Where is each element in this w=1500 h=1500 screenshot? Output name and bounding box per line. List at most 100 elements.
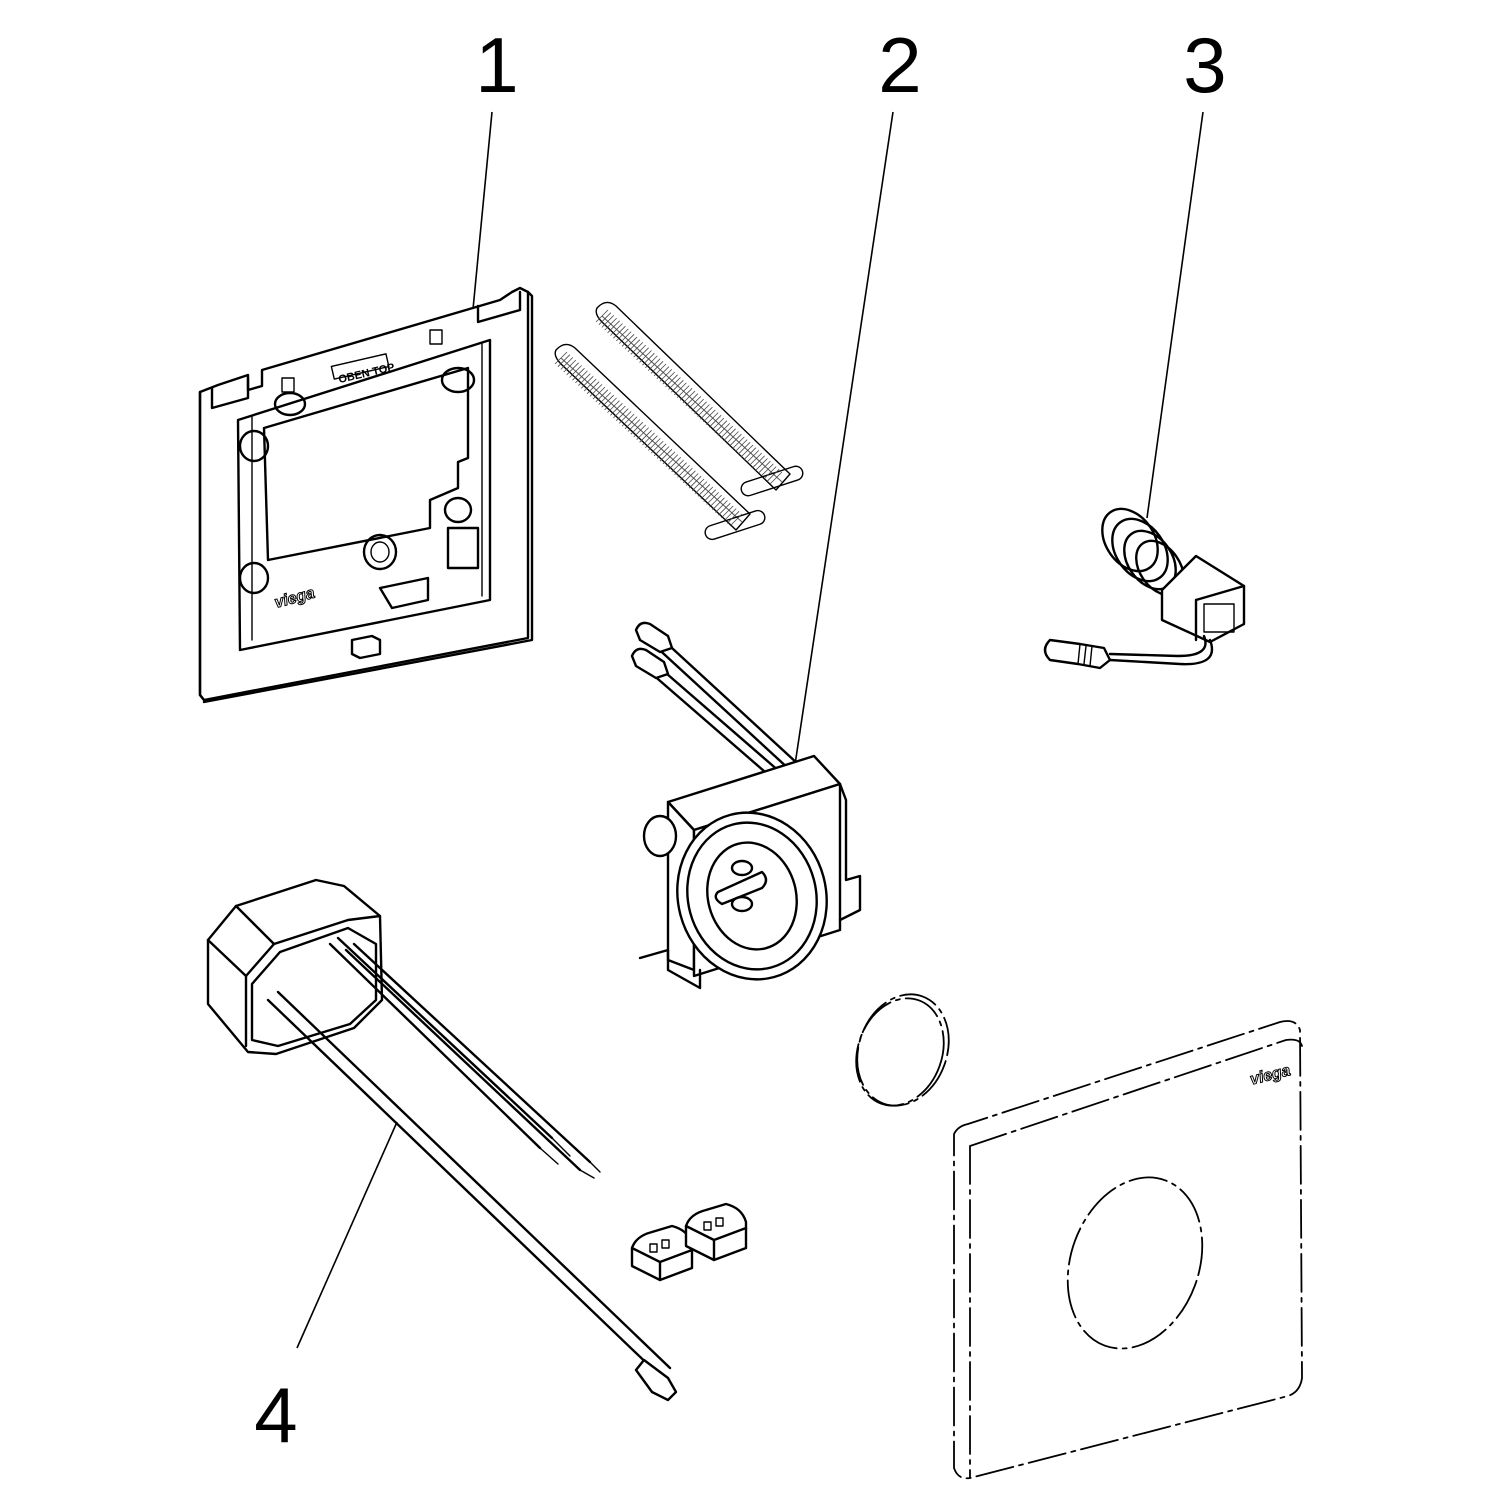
- thread-line: [682, 390, 696, 404]
- thread-line: [615, 408, 629, 421]
- thread-line: [613, 405, 626, 419]
- thread-line: [677, 465, 690, 478]
- thread-line: [648, 438, 661, 451]
- thread-line: [589, 384, 603, 397]
- thread-line: [627, 419, 641, 432]
- thread-line: [653, 443, 667, 457]
- thread-line: [679, 388, 693, 401]
- thread-line: [706, 492, 719, 505]
- thread-line: [650, 361, 664, 374]
- thread-line: [703, 489, 717, 502]
- thread-line: [618, 411, 632, 424]
- thread-line: [665, 454, 679, 467]
- thread-line: [763, 466, 777, 479]
- thread-line: [726, 511, 740, 524]
- thread-line: [758, 460, 771, 474]
- thread-line: [659, 369, 673, 382]
- thread-line: [566, 362, 579, 376]
- thread-line: [636, 347, 649, 361]
- round-cap: [855, 993, 950, 1107]
- thread-line: [717, 423, 731, 436]
- thread-line: [732, 436, 745, 450]
- thread-line: [554, 351, 568, 365]
- thread-line: [723, 508, 737, 521]
- thread-line: [723, 428, 736, 442]
- thread-line: [703, 409, 716, 423]
- thread-line: [616, 328, 629, 342]
- thread-line: [766, 469, 780, 482]
- thread-line: [761, 463, 774, 477]
- thread-line: [639, 350, 652, 363]
- thread-line: [709, 494, 722, 508]
- callout-number-1: 1: [475, 21, 518, 109]
- thread-line: [700, 406, 713, 420]
- thread-line: [688, 475, 702, 489]
- thread-line: [656, 446, 670, 459]
- thread-line: [613, 325, 626, 339]
- thread-line: [674, 462, 687, 475]
- thread-line: [624, 416, 638, 430]
- thread-line: [569, 365, 582, 378]
- terminal-connectors: [630, 1202, 748, 1282]
- thread-line: [749, 452, 762, 466]
- connector-plug: [1043, 507, 1246, 670]
- thread-line: [642, 432, 655, 446]
- thread-line: [662, 371, 675, 385]
- thread-line: [665, 374, 678, 388]
- thread-line: [711, 417, 725, 431]
- thread-line: [691, 478, 705, 492]
- thread-line: [671, 379, 684, 393]
- thread-line: [624, 336, 638, 350]
- thread-line: [592, 386, 606, 400]
- thread-line: [714, 420, 728, 433]
- thread-line: [630, 342, 644, 355]
- thread-line: [688, 396, 702, 409]
- thread-line: [718, 502, 731, 516]
- thread-line: [650, 440, 664, 454]
- thread-line: [598, 392, 612, 405]
- thread-line: [601, 315, 615, 328]
- thread-line: [662, 451, 676, 465]
- thread-line: [618, 331, 632, 344]
- thread-line: [578, 373, 591, 386]
- thread-line: [712, 497, 725, 511]
- threaded-rod: [554, 343, 766, 541]
- thread-line: [621, 413, 635, 427]
- thread-line: [583, 378, 597, 392]
- thread-line: [653, 363, 667, 377]
- mounting-frame: OBEN TOP viega: [198, 286, 534, 704]
- thread-line: [729, 433, 742, 447]
- thread-line: [676, 385, 690, 398]
- thread-line: [720, 505, 734, 519]
- power-supply: [206, 878, 678, 1402]
- thread-line: [636, 427, 649, 440]
- thread-line: [769, 471, 783, 485]
- cover-plate: viega: [953, 1020, 1303, 1480]
- thread-line: [645, 355, 658, 369]
- thread-line: [633, 424, 647, 438]
- callout-number-4: 4: [254, 1371, 297, 1459]
- callout-2: 2: [792, 21, 922, 779]
- sensor-module: [630, 621, 862, 990]
- thread-line: [680, 467, 693, 481]
- thread-line: [726, 431, 739, 444]
- thread-line: [705, 412, 719, 425]
- thread-line: [743, 447, 757, 460]
- thread-line: [595, 309, 609, 323]
- thread-line: [671, 459, 684, 473]
- thread-line: [734, 439, 748, 452]
- thread-line: [668, 457, 682, 470]
- thread-line: [630, 421, 644, 435]
- thread-line: [598, 312, 612, 325]
- arrow-up-icon: [281, 377, 295, 393]
- thread-line: [639, 430, 652, 443]
- leader-line-1: [470, 111, 493, 331]
- thread-line: [607, 400, 620, 413]
- threaded-rod: [595, 301, 804, 497]
- thread-line: [729, 513, 743, 527]
- thread-line: [607, 320, 620, 334]
- thread-line: [645, 435, 658, 448]
- thread-line: [575, 370, 588, 384]
- leader-line-4: [296, 1121, 398, 1349]
